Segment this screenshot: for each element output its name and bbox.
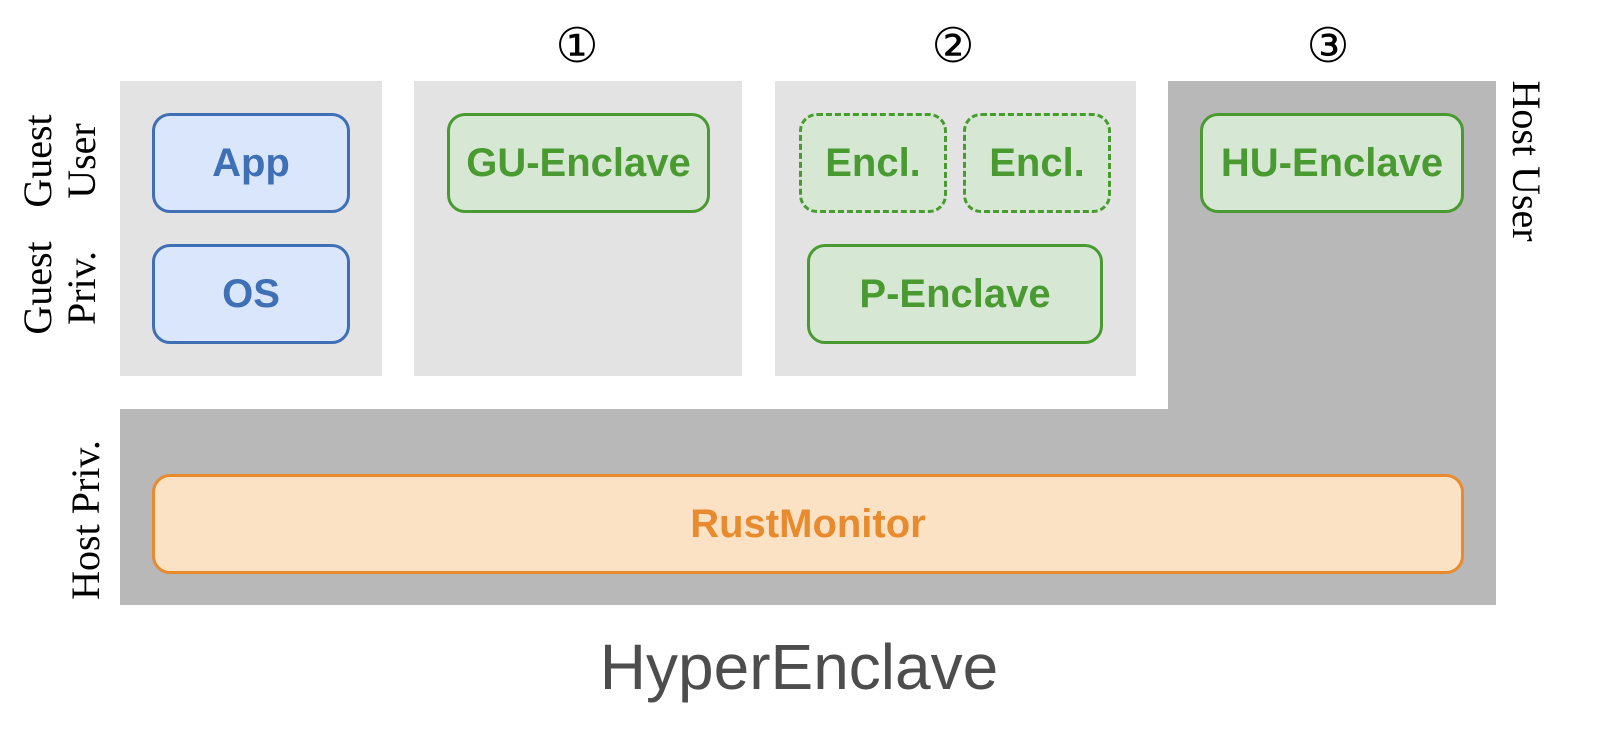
app-box: App bbox=[152, 113, 350, 213]
p-enclave-box: P-Enclave bbox=[807, 244, 1103, 344]
os-box: OS bbox=[152, 244, 350, 344]
marker-3: ③ bbox=[1306, 18, 1350, 74]
gu-enclave-box: GU-Enclave bbox=[447, 113, 710, 213]
guest-user-label: Guest User bbox=[15, 114, 104, 208]
hu-enclave-box: HU-Enclave bbox=[1200, 113, 1464, 213]
marker-1: ① bbox=[555, 18, 599, 74]
rustmonitor-box: RustMonitor bbox=[152, 474, 1464, 574]
guest-user-label-line2: User bbox=[59, 123, 104, 199]
marker-2: ② bbox=[931, 18, 975, 74]
guest-priv-label: Guest Priv. bbox=[15, 241, 104, 335]
encl-box-left: Encl. bbox=[799, 113, 947, 213]
host-priv-label: Host Priv. bbox=[63, 440, 108, 600]
encl-box-right: Encl. bbox=[963, 113, 1111, 213]
guest-priv-label-line2: Priv. bbox=[59, 250, 104, 326]
guest-priv-label-line1: Guest bbox=[15, 241, 60, 335]
guest-user-label-line1: Guest bbox=[15, 114, 60, 208]
diagram-title: HyperEnclave bbox=[599, 631, 999, 703]
host-user-label: Host User bbox=[1504, 80, 1549, 242]
